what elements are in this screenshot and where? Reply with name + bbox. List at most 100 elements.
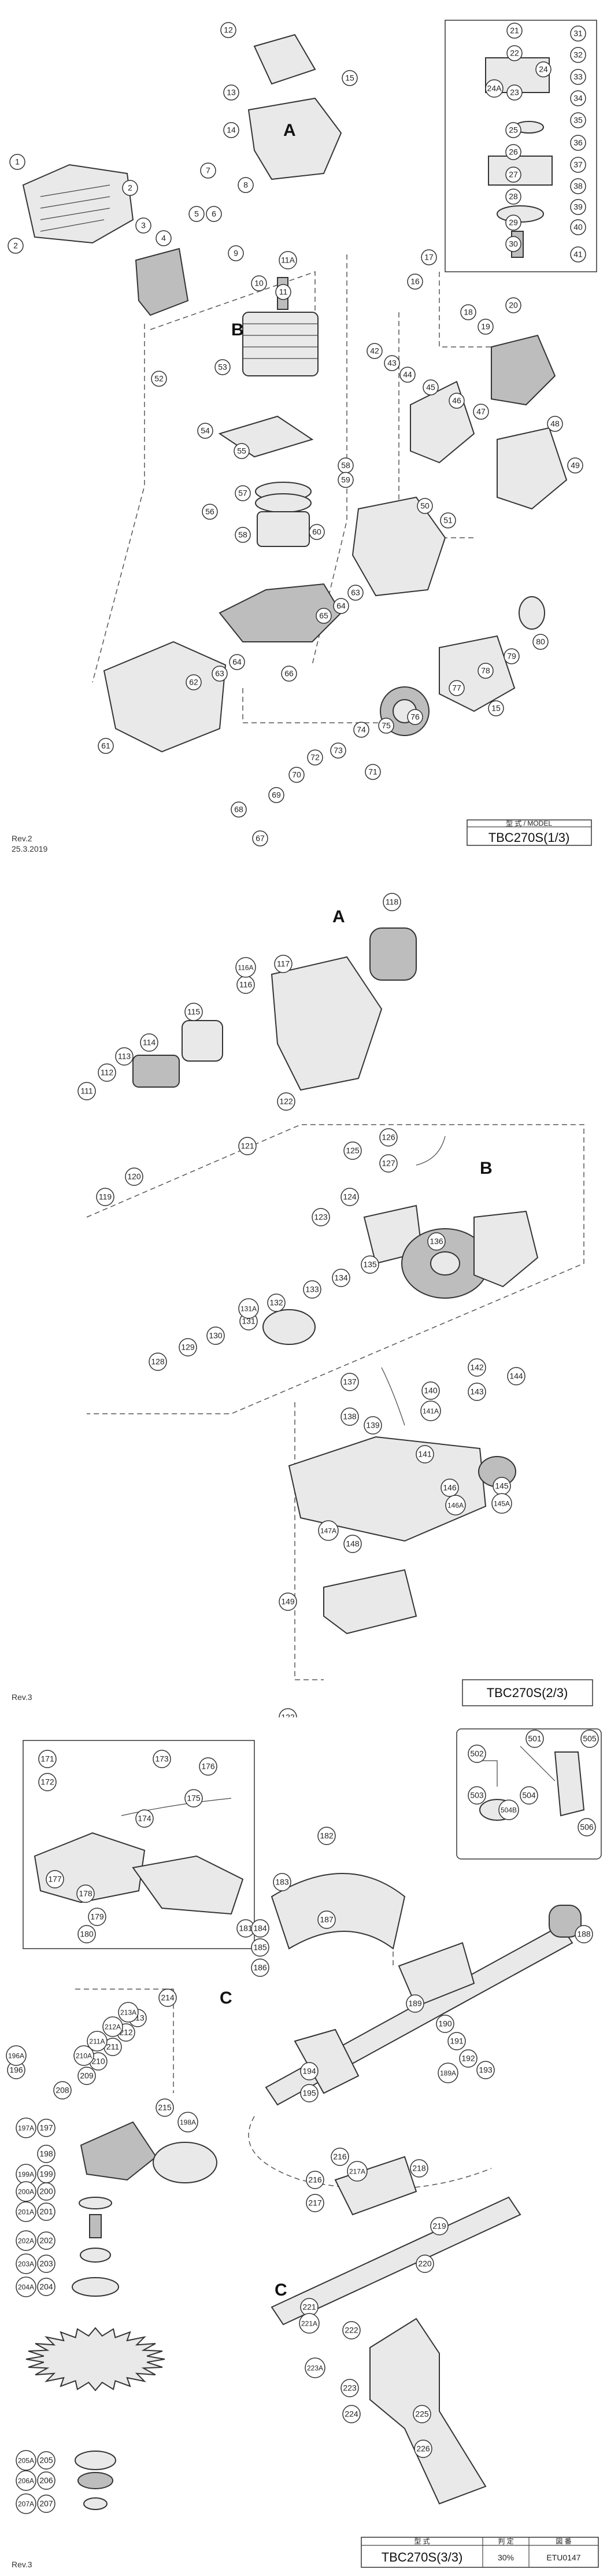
callout-number: 132 [269, 1298, 283, 1307]
crankcase-left-part [103, 641, 227, 753]
callout-bubble [505, 144, 521, 160]
callout-bubble [421, 1381, 440, 1400]
callout-number: 63 [351, 588, 360, 597]
callout-number: 53 [218, 363, 227, 372]
callout-bubble [279, 1592, 297, 1611]
callout-number: 120 [127, 1172, 141, 1181]
callout-bubble [485, 79, 504, 98]
reference-letter: A [283, 121, 296, 140]
callout-bubble [441, 1479, 459, 1497]
callout-bubble [575, 1925, 593, 1943]
callout-number: 140 [424, 1386, 438, 1395]
callout-bubble [300, 2062, 319, 2080]
callout-number: 5 [194, 209, 199, 219]
callout-bubble [445, 1495, 466, 1516]
callout-bubble [37, 2231, 55, 2250]
clutch-drum-part [369, 927, 417, 981]
callout-bubble [506, 45, 523, 61]
callout-number: 68 [234, 805, 243, 814]
callout-number: 125 [346, 1146, 360, 1155]
callout-number: 41 [573, 250, 583, 259]
callout-number: 4 [161, 234, 166, 243]
callout-number: 211A [89, 2038, 105, 2046]
reference-letter: C [220, 1989, 232, 2008]
callout-bubble [340, 1188, 359, 1206]
callout-bubble [212, 666, 228, 682]
piston-part [257, 511, 310, 547]
plug-lead-wire [416, 1136, 446, 1166]
model-caption: 型 式 / MODEL [506, 819, 552, 827]
callout-number: 134 [334, 1273, 348, 1283]
callout-bubble [340, 1373, 359, 1391]
callout-number: 212A [105, 2023, 121, 2031]
callout-bubble [135, 1809, 154, 1828]
callout-number: 203A [18, 2260, 34, 2268]
cylinder-part [242, 312, 319, 376]
callout-bubble [206, 206, 222, 222]
callout-number: 44 [403, 370, 412, 379]
callout-number: 80 [536, 637, 545, 646]
callout-number: 146A [447, 1502, 464, 1510]
callout-bubble [440, 512, 456, 528]
callout-number: 14 [227, 125, 236, 135]
drawing-info-table: 型 式 判 定 図 番 TBC270S(3/3) 30% ETU0147 [361, 2537, 599, 2568]
callout-number: 182 [320, 1831, 334, 1840]
callout-bubble [580, 1729, 599, 1748]
callout-number: 225 [415, 2409, 429, 2419]
callout-bubble [306, 2171, 324, 2189]
callout-bubble [214, 359, 231, 375]
callout-number: 9 [234, 249, 238, 258]
callout-number: 213A [120, 2009, 136, 2017]
callout-number: 117 [277, 959, 290, 969]
callout-number: 204 [39, 2282, 53, 2292]
callout-number: 200 [39, 2187, 53, 2196]
callout-number: 202 [39, 2236, 53, 2245]
callout-bubble [468, 1745, 486, 1763]
callout-number: 116 [239, 980, 253, 989]
callout-bubble [498, 1799, 519, 1820]
callout-number: 18 [464, 308, 473, 317]
callout-number: 139 [366, 1421, 380, 1430]
cup-washer-part [77, 2472, 113, 2489]
callout-number: 61 [101, 741, 110, 751]
callout-number: 143 [470, 1387, 484, 1396]
callout-bubble [421, 249, 437, 265]
callout-bubble [570, 90, 586, 106]
callout-bubble [383, 893, 401, 911]
callout-bubble [364, 1416, 382, 1435]
callout-number: 502 [470, 1749, 484, 1758]
callout-number: 208 [55, 2086, 69, 2095]
callout-bubble [122, 180, 138, 196]
callout-bubble [570, 246, 586, 263]
callout-bubble [449, 680, 465, 696]
pipe-end-part [549, 1905, 582, 1938]
callout-bubble [279, 1708, 297, 1717]
carburetor-detail-box [445, 20, 597, 272]
callout-number: 206 [39, 2476, 53, 2485]
callout-bubble [347, 2161, 368, 2182]
callout-number: 201A [18, 2208, 34, 2216]
callout-number: 29 [509, 218, 518, 227]
callout-bubble [567, 457, 583, 474]
callout-bubble [505, 167, 521, 183]
callout-number: 181 [239, 1924, 253, 1933]
callout-bubble [316, 608, 332, 624]
callout-bubble [343, 1141, 362, 1160]
callout-number: 77 [452, 683, 461, 693]
callout-bubble [338, 472, 354, 488]
callout-number: 22 [510, 49, 519, 58]
callout-bubble [506, 84, 523, 101]
callout-bubble [504, 648, 520, 664]
callout-number: 52 [154, 374, 164, 383]
callout-number: 223 [343, 2383, 357, 2393]
callout-bubble [37, 2145, 55, 2163]
callout-number: 78 [481, 666, 490, 675]
callout-bubble [73, 2045, 94, 2066]
callout-bubble [379, 1128, 398, 1147]
callout-number: 16 [410, 277, 420, 286]
clutch-housing-part [132, 1055, 180, 1088]
callout-bubble [430, 2217, 449, 2235]
callout-number: 30 [509, 239, 518, 249]
engine-cover-part [22, 164, 134, 244]
callout-bubble [578, 1818, 596, 1836]
